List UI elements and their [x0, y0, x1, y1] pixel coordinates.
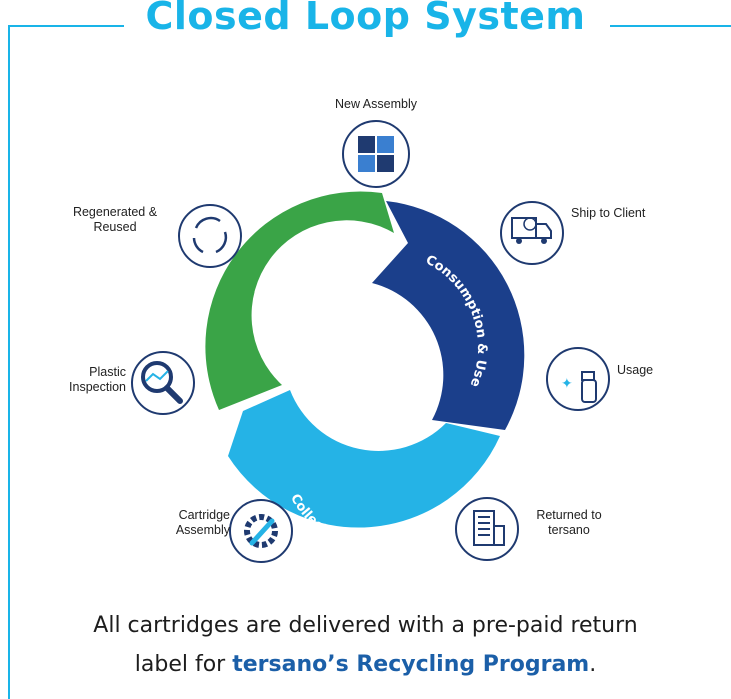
puzzle-icon [342, 120, 410, 188]
manufacturing-arc [205, 191, 394, 410]
spray-bottle-icon: ✦ [546, 347, 610, 411]
building-icon [455, 497, 519, 561]
footer-prefix: label for [134, 652, 233, 677]
frame-left [8, 25, 10, 699]
delivery-truck-icon [500, 201, 564, 265]
frame-top-right [610, 25, 731, 27]
usage-label: Usage [617, 363, 654, 377]
magnifier-icon [131, 351, 195, 415]
regenerated-label: Regenerated & Reused [72, 205, 158, 234]
new-assembly-label: New Assembly [335, 97, 417, 111]
svg-text:✦: ✦ [561, 376, 573, 392]
page-title: Closed Loop System [0, 0, 731, 38]
recycle-arrows-icon [178, 204, 242, 268]
collection-arc [228, 390, 500, 528]
frame-top-left [8, 25, 138, 27]
footer-line-1: All cartridges are delivered with a pre-… [93, 613, 638, 638]
manufacturing-label: Manufacturing [271, 249, 347, 340]
footer-suffix: . [589, 652, 597, 677]
gear-wrench-icon [229, 499, 293, 563]
cartridge-assembly-label: Cartridge Assembly [175, 508, 230, 537]
consumption-arc [372, 201, 525, 430]
plastic-inspection-label: Plastic Inspection [69, 365, 126, 394]
footer-line-2: label for tersano’s Recycling Program. [0, 652, 731, 677]
returned-label: Returned to tersano [536, 508, 602, 537]
ship-to-client-label: Ship to Client [571, 206, 646, 220]
recycling-program-link: tersano’s Recycling Program [232, 652, 590, 677]
